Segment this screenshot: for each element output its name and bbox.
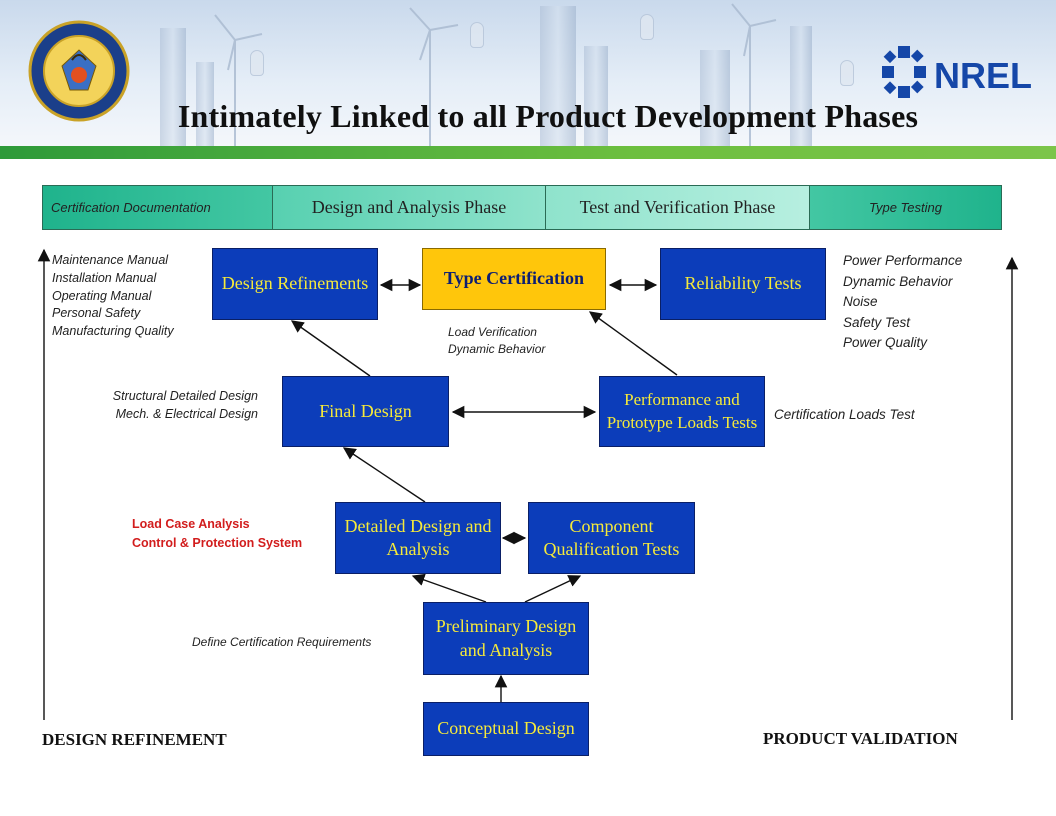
load-case-notes: Load Case Analysis Control & Protection … — [132, 517, 303, 550]
type-certification-box: Type Certification — [422, 248, 606, 310]
page-title: Intimately Linked to all Product Develop… — [177, 98, 919, 134]
detailed-design-box: Detailed Design and Analysis — [335, 502, 501, 574]
bulb-icon — [250, 50, 264, 76]
phase-bar: Certification Documentation Design and A… — [42, 185, 1002, 230]
reliability-tests-box: Reliability Tests — [660, 248, 826, 320]
header-banner — [0, 0, 1056, 146]
banner-building — [160, 28, 186, 146]
banner-building — [790, 26, 812, 146]
arrow-preliminary-to-component — [524, 575, 582, 603]
bulb-icon — [840, 60, 854, 86]
performance-prototype-tests-box: Performance and Prototype Loads Tests — [599, 376, 765, 447]
arrow-detailed-to-final — [342, 447, 426, 503]
load-verification-notes: Load Verification Dynamic Behavior — [448, 325, 546, 357]
phase-type-testing: Type Testing — [810, 186, 1001, 229]
design-refinement-label: DESIGN REFINEMENT — [42, 730, 227, 749]
design-refinements-box: Design Refinements — [212, 248, 378, 320]
banner-building — [540, 6, 576, 146]
phase-test-verification: Test and Verification Phase — [546, 186, 810, 229]
bulb-icon — [640, 14, 654, 40]
bulb-icon — [470, 22, 484, 48]
structural-design-notes: Structural Detailed Design Mech. & Elect… — [112, 389, 258, 421]
banner-turbines-icon — [214, 3, 777, 146]
define-requirements-note: Define Certification Requirements — [192, 635, 372, 649]
banner-building — [196, 62, 214, 146]
conceptual-design-box: Conceptual Design — [423, 702, 589, 756]
banner-building — [700, 50, 730, 146]
title-underline-bar — [0, 146, 1056, 159]
type-testing-notes: Power Performance Dynamic Behavior Noise… — [843, 253, 963, 351]
banner-building — [584, 46, 608, 146]
product-validation-label: PRODUCT VALIDATION — [763, 729, 958, 748]
doe-seal-icon — [28, 20, 130, 122]
nrel-logo-icon: NREL — [882, 46, 1032, 98]
phase-certification-documentation: Certification Documentation — [43, 186, 273, 229]
phase-design-analysis: Design and Analysis Phase — [273, 186, 546, 229]
documentation-notes: Maintenance Manual Installation Manual O… — [52, 253, 174, 338]
arrow-preliminary-to-detailed — [411, 573, 487, 603]
arrow-performance-to-certification — [588, 311, 678, 376]
certification-loads-note: Certification Loads Test — [774, 407, 915, 422]
component-qualification-box: Component Qualification Tests — [528, 502, 695, 574]
preliminary-design-box: Preliminary Design and Analysis — [423, 602, 589, 675]
nrel-logo-text: NREL — [934, 55, 1032, 96]
final-design-box: Final Design — [282, 376, 449, 447]
arrow-final-to-refinements — [290, 320, 371, 377]
